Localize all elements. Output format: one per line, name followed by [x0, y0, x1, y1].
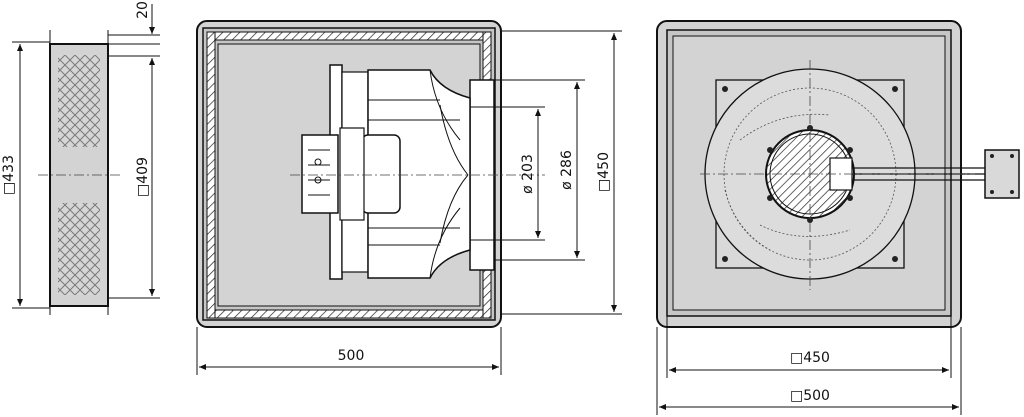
dim-flange-offset: 20	[135, 1, 151, 19]
mesh-grille-bottom	[58, 203, 100, 295]
dim-fan-inner-diameter: ø 203	[520, 154, 536, 194]
front-section-view: 500 ø 203 ø 286 □450	[196, 20, 622, 375]
dim-rear-outer-width: □500	[790, 388, 830, 404]
side-view: □433 □409 20	[1, 1, 160, 315]
motor	[361, 134, 401, 214]
mesh-grille-top	[58, 55, 100, 147]
dim-inner-height: □409	[135, 157, 151, 197]
dim-fan-outer-diameter: ø 286	[559, 150, 575, 190]
dim-depth: 500	[338, 348, 365, 364]
terminal-box	[301, 134, 339, 214]
rear-view: □450 □500	[656, 20, 1020, 415]
dim-height: □450	[596, 152, 612, 192]
dim-rear-inner-width: □450	[790, 350, 830, 366]
dim-total-height: □433	[1, 155, 17, 195]
impeller	[367, 69, 471, 279]
junction-box	[984, 149, 1020, 199]
